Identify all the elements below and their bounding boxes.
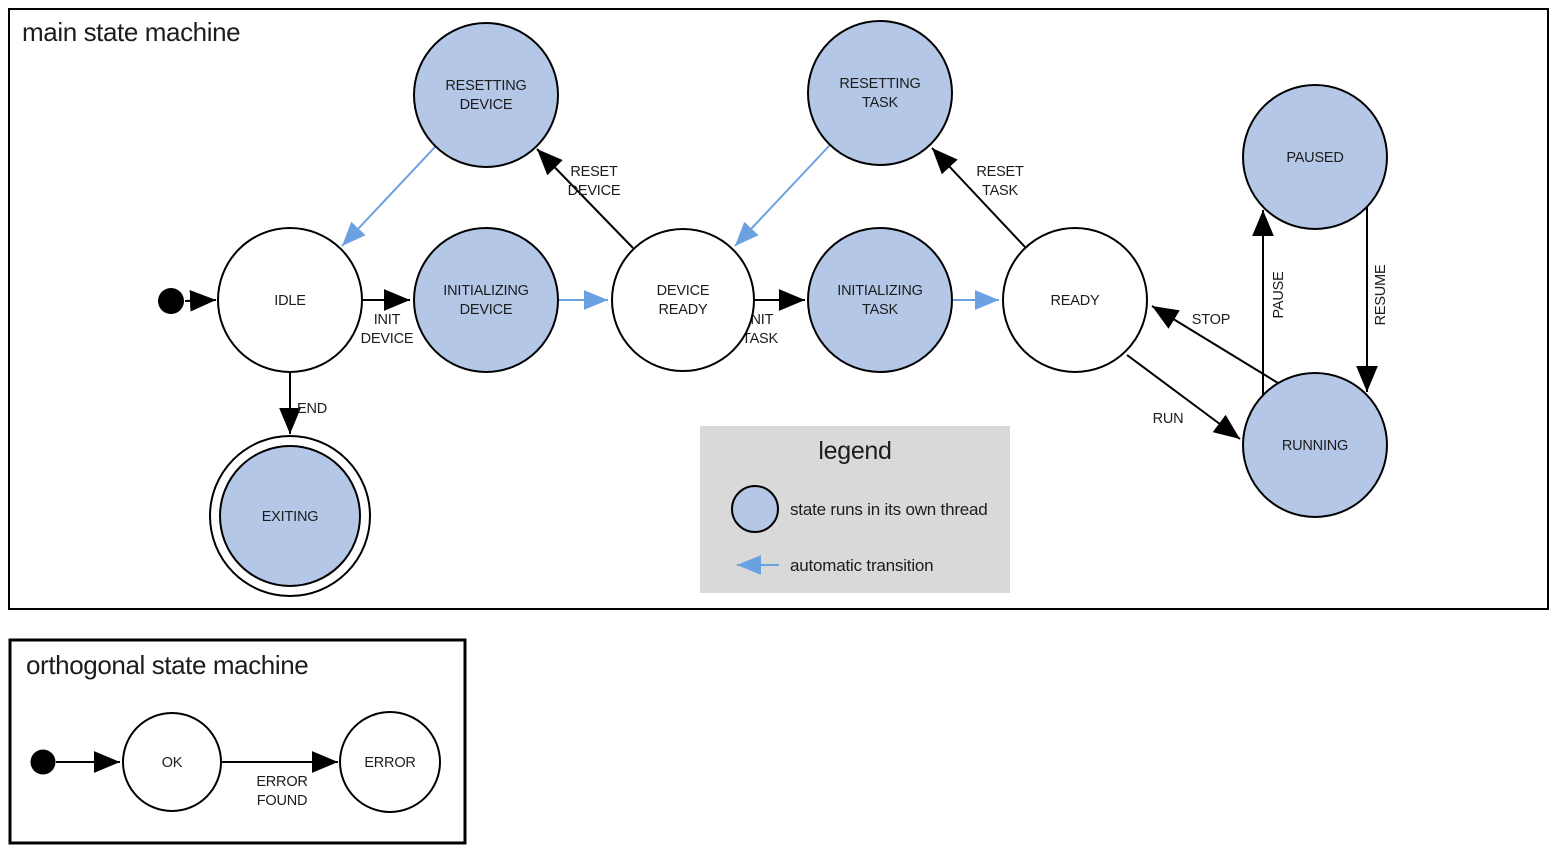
legend-thread-state-label: state runs in its own thread: [790, 500, 988, 519]
legend-title: legend: [818, 437, 891, 465]
transition-run-arrow: [1126, 354, 1241, 440]
transition-label-pause: PAUSE: [1271, 271, 1287, 319]
orthogonal-panel: orthogonal state machine ERROR FOUND OK …: [8, 638, 467, 845]
state-initializing-device-label-line1: INITIALIZING: [443, 283, 528, 299]
transition-label-error-found-line1: ERROR: [256, 774, 307, 790]
state-initializing-task-label-line2: TASK: [862, 302, 899, 318]
orthogonal-initial-state-dot: [30, 749, 56, 775]
transition-initial-to-idle-arrow: [184, 290, 217, 312]
transition-label-resume: RESUME: [1373, 264, 1389, 325]
transition-label-init-task-line1: INIT: [747, 312, 774, 328]
auto-transition-resetting-device-to-idle: [341, 146, 436, 247]
state-error-label: ERROR: [364, 755, 415, 771]
state-ready: [1002, 227, 1148, 373]
state-initializing-task-label-line1: INITIALIZING: [837, 283, 922, 299]
transition-label-init-task-line2: TASK: [742, 331, 779, 347]
state-resetting-task-label-line2: TASK: [862, 95, 899, 111]
state-initializing-device-label-line2: DEVICE: [460, 302, 513, 318]
legend-auto-transition-label: automatic transition: [790, 556, 933, 575]
state-initializing-task: [807, 227, 953, 373]
state-paused-label: PAUSED: [1286, 150, 1343, 166]
transition-stop-arrow: [1151, 305, 1279, 384]
transition-label-reset-task-line2: TASK: [982, 183, 1019, 199]
state-ready-label: READY: [1051, 293, 1100, 309]
initial-state-dot: [158, 288, 184, 314]
transition-label-reset-device-line1: RESET: [570, 164, 618, 180]
state-ok: [122, 712, 222, 812]
state-device-ready-label-line1: DEVICE: [657, 283, 710, 299]
transition-label-init-device-line1: INIT: [374, 312, 401, 328]
legend: legend state runs in its own thread auto…: [700, 426, 1010, 593]
orthogonal-panel-title: orthogonal state machine: [26, 650, 308, 680]
state-running-label: RUNNING: [1282, 438, 1348, 454]
state-exiting-final-outer-ring: [209, 435, 371, 597]
transition-reset-device-arrow: [536, 148, 634, 249]
transition-label-init-device-line2: DEVICE: [361, 331, 414, 347]
transition-reset-task-arrow: [931, 147, 1026, 248]
state-resetting-device: [413, 22, 559, 168]
transition-label-reset-task-line1: RESET: [976, 164, 1024, 180]
state-resetting-task-label-line1: RESETTING: [839, 76, 920, 92]
transition-label-reset-device-line2: DEVICE: [568, 183, 621, 199]
state-exiting-label: EXITING: [262, 509, 319, 525]
state-resetting-device-label-line1: RESETTING: [445, 78, 526, 94]
state-resetting-task: [807, 20, 953, 166]
state-initializing-device: [413, 227, 559, 373]
state-exiting: [219, 445, 361, 587]
state-ok-label: OK: [162, 755, 183, 771]
state-idle: [217, 227, 363, 373]
auto-transition-resetting-task-to-device-ready: [734, 144, 831, 247]
legend-thread-state-swatch: [731, 485, 779, 533]
transition-label-end: END: [297, 401, 327, 417]
state-device-ready: [611, 228, 755, 372]
transition-label-run: RUN: [1153, 411, 1184, 427]
transition-label-error-found-line2: FOUND: [257, 793, 308, 809]
state-running: [1242, 372, 1388, 518]
main-panel: main state machine INIT DEVICE RESET DEV…: [8, 8, 1549, 610]
state-resetting-device-label-line2: DEVICE: [460, 97, 513, 113]
state-paused: [1242, 84, 1388, 230]
state-error: [339, 711, 441, 813]
state-idle-label: IDLE: [274, 293, 306, 309]
main-panel-title: main state machine: [22, 17, 240, 47]
state-device-ready-label-line2: READY: [659, 302, 708, 318]
transition-label-stop: STOP: [1192, 312, 1230, 328]
